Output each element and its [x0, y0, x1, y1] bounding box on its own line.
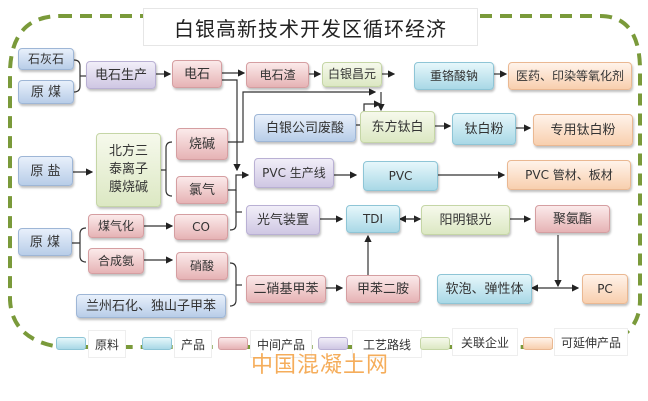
legend-label-product: 产品: [174, 330, 212, 358]
legend-swatch-intermediate: [218, 337, 248, 350]
node-sodium-dichromate: 重铬酸钠: [414, 62, 494, 90]
node-baiyin-waste-acid: 白银公司废酸: [254, 114, 356, 142]
node-soft-foam-elastomer: 软泡、弹性体: [437, 274, 532, 304]
legend-label-intermediate: 中间产品: [250, 330, 312, 358]
node-caustic-soda: 烧碱: [176, 128, 228, 160]
node-dinitrotoluene: 二硝基甲苯: [246, 275, 326, 303]
node-tdi: TDI: [346, 205, 400, 233]
diagram-title: 白银高新技术开发区循环经济: [143, 8, 478, 46]
node-dongfang-titanium: 东方钛白: [360, 111, 435, 143]
legend-swatch-raw: [56, 337, 86, 350]
node-titanium-powder: 钛白粉: [452, 113, 516, 145]
node-raw-salt: 原 盐: [18, 156, 73, 186]
node-calcium-carbide-production: 电石生产: [86, 61, 156, 89]
node-calcium-carbide: 电石: [172, 60, 222, 88]
node-chlorine: 氯气: [176, 176, 228, 204]
legend-swatch-product: [142, 337, 172, 350]
node-coal-gasification: 煤气化: [88, 214, 144, 238]
legend-swatch-related-company: [420, 337, 450, 350]
node-raw-coal-2: 原 煤: [18, 228, 72, 256]
node-nitric-acid: 硝酸: [176, 252, 228, 280]
node-pvc-pipes-boards: PVC 管材、板材: [507, 160, 631, 190]
node-phosgene-unit: 光气装置: [246, 205, 320, 235]
legend-swatch-extendable-product: [523, 337, 553, 350]
node-carbide-slag: 电石渣: [246, 62, 309, 88]
node-baiyin-changyuan: 白银昌元: [322, 62, 382, 87]
node-synthetic-ammonia: 合成氨: [88, 248, 144, 274]
node-beifang-chlor-alkali: 北方三泰离子膜烧碱: [96, 133, 161, 207]
node-special-titanium-powder: 专用钛白粉: [533, 114, 633, 146]
legend-label-process-route: 工艺路线: [352, 330, 422, 358]
node-lanzhou-dushanzi-toluene: 兰州石化、独山子甲苯: [76, 294, 226, 318]
legend-label-extendable-product: 可延伸产品: [554, 328, 628, 356]
node-pvc: PVC: [363, 161, 438, 191]
node-medicine-dyeing-oxidant: 医药、印染等氧化剂: [508, 62, 632, 90]
node-limestone: 石灰石: [18, 48, 74, 70]
node-raw-coal-1: 原 煤: [18, 80, 74, 104]
node-toluenediamine: 甲苯二胺: [346, 275, 420, 303]
node-co: CO: [174, 214, 228, 240]
legend-swatch-process-route: [318, 337, 348, 350]
node-pc: PC: [582, 274, 628, 304]
node-yangming-yinguang: 阳明银光: [421, 205, 510, 235]
watermark: 中国混凝土网: [251, 353, 390, 378]
node-polyurethane: 聚氨酯: [535, 205, 610, 233]
node-pvc-line: PVC 生产线: [254, 158, 334, 188]
legend-label-related-company: 关联企业: [452, 328, 518, 356]
legend-label-raw: 原料: [88, 330, 126, 358]
